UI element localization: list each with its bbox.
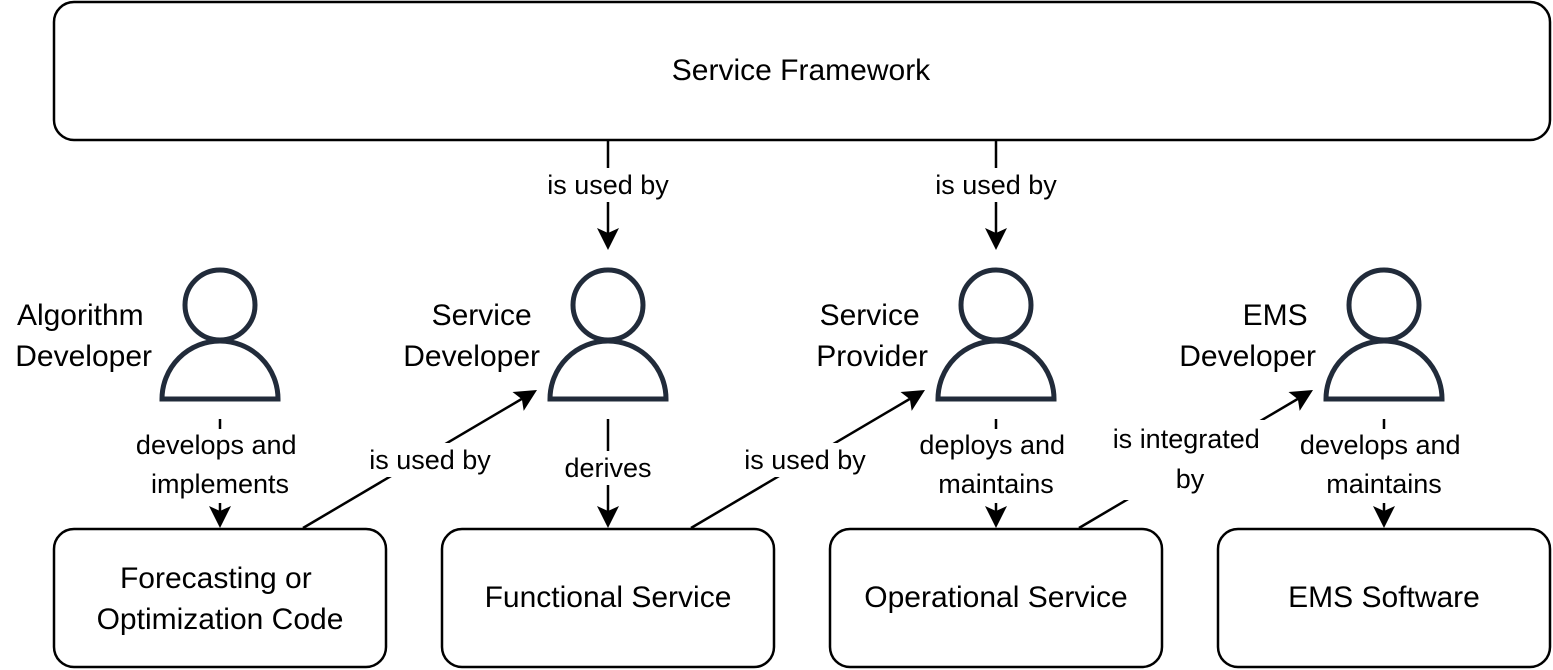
edge-framework-to-service-provider: is used by — [918, 141, 1074, 250]
arrowhead — [985, 228, 1007, 250]
role-label: Algorithm Developer — [15, 299, 152, 373]
edge-operational-to-ems-developer: is integrated by — [1078, 390, 1313, 530]
artifact-label: Functional Service — [485, 581, 732, 614]
arrowhead — [1288, 390, 1313, 411]
role-service-developer: Service Developer — [403, 267, 669, 402]
arrowhead — [512, 390, 537, 411]
edge-algorithm-developer-to-code: develops and implements — [126, 419, 314, 528]
edge-label: develops and maintains — [1300, 430, 1468, 499]
edge-ems-developer-to-software: develops and maintains — [1290, 419, 1478, 528]
artifact-functional-service: Functional Service — [440, 527, 776, 669]
edge-service-provider-to-operational: deploys and maintains — [908, 419, 1084, 528]
artifact-operational-service: Operational Service — [828, 527, 1164, 669]
roles: Algorithm Developer Service Developer Se… — [15, 267, 1445, 402]
edge-label: is used by — [935, 170, 1057, 200]
person-icon — [547, 267, 669, 402]
artifact-label: Forecasting or Optimization Code — [97, 562, 344, 636]
arrowhead — [209, 506, 231, 528]
person-icon — [935, 267, 1057, 402]
arrowhead — [1373, 506, 1395, 528]
person-icon — [1323, 267, 1445, 402]
artifact-ems-software: EMS Software — [1216, 527, 1552, 669]
person-icon — [159, 267, 281, 402]
edges: is used by is used by develops and imple… — [126, 141, 1478, 530]
role-label: EMS Developer — [1179, 299, 1316, 373]
edge-label: deploys and maintains — [919, 430, 1072, 499]
edge-label: is used by — [744, 445, 866, 475]
edge-label: is used by — [369, 445, 491, 475]
role-algorithm-developer: Algorithm Developer — [15, 267, 281, 402]
edge-service-developer-to-functional: derives — [551, 419, 665, 528]
artifact-label: Operational Service — [864, 581, 1127, 614]
edge-label: derives — [564, 453, 651, 483]
arrowhead — [597, 228, 619, 250]
role-service-provider: Service Provider — [816, 267, 1057, 402]
service-framework-label: Service Framework — [672, 54, 931, 87]
edge-label: develops and implements — [136, 430, 304, 499]
artifact-label: EMS Software — [1288, 581, 1480, 614]
arrowhead — [985, 506, 1007, 528]
role-ems-developer: EMS Developer — [1179, 267, 1445, 402]
role-label: Service Developer — [403, 299, 540, 373]
artifacts: Forecasting or Optimization Code Functio… — [52, 527, 1552, 669]
edge-functional-to-service-provider: is used by — [690, 390, 925, 530]
edge-code-to-service-developer: is used by — [302, 390, 537, 530]
edge-label: is used by — [547, 170, 669, 200]
edge-label: is integrated by — [1113, 424, 1268, 494]
edge-framework-to-service-developer: is used by — [530, 141, 686, 250]
artifact-forecasting-or-optimization-code: Forecasting or Optimization Code — [52, 527, 388, 669]
service-framework-box: Service Framework — [52, 0, 1552, 142]
arrowhead — [900, 390, 925, 411]
role-label: Service Provider — [816, 299, 928, 373]
arrowhead — [597, 506, 619, 528]
